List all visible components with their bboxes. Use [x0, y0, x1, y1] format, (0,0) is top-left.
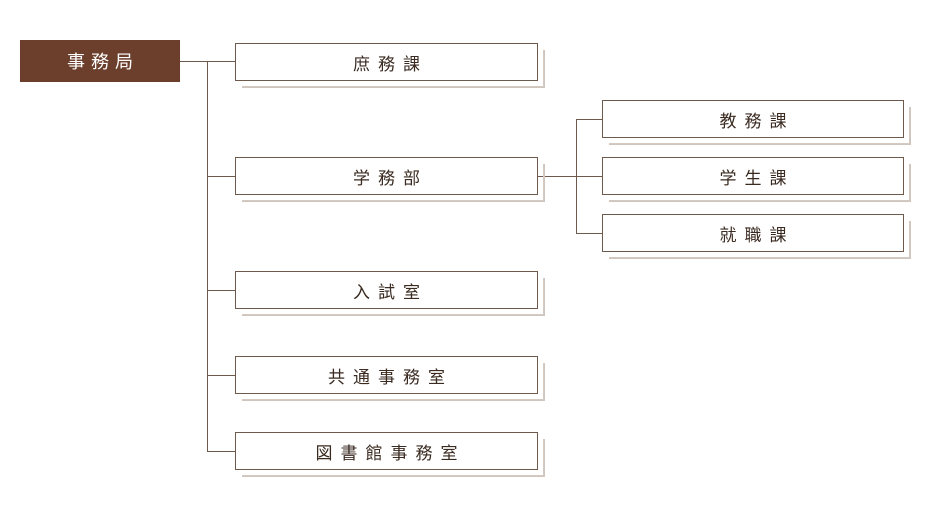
node-label: 教務課 [719, 111, 795, 132]
connector-branch-2 [207, 176, 235, 177]
node-box: 共通事務室 [235, 356, 538, 394]
connector-sub-vertical [576, 119, 577, 234]
node-toshokan-jimushitsu: 図書館事務室 [235, 432, 545, 477]
node-kyomu-ka: 教務課 [602, 100, 911, 145]
node-gakumu-bu: 学務部 [235, 157, 545, 202]
node-box: 庶務課 [235, 43, 538, 81]
root-node-label: 事務局 [67, 52, 139, 73]
node-shadow [609, 107, 911, 145]
node-nyushi-shitsu: 入試室 [235, 271, 545, 316]
connector-branch-3 [207, 290, 235, 291]
node-shadow [242, 164, 545, 202]
connector-branch-5 [207, 451, 235, 452]
node-shadow [242, 50, 545, 88]
node-kyotsu-jimushitsu: 共通事務室 [235, 356, 545, 401]
node-label: 学生課 [719, 168, 795, 189]
connector-trunk-vertical [207, 61, 208, 451]
connector-sub-1 [576, 119, 602, 120]
node-label: 庶務課 [353, 54, 428, 75]
node-shushoku-ka: 就職課 [602, 214, 911, 259]
connector-branch-4 [207, 375, 235, 376]
node-box: 就職課 [602, 214, 904, 252]
node-shadow [609, 221, 911, 259]
connector-sub-horizontal [538, 176, 602, 177]
node-shadow [242, 439, 545, 477]
root-node: 事務局 [20, 40, 180, 82]
node-label: 学務部 [353, 168, 428, 189]
node-box: 入試室 [235, 271, 538, 309]
node-label: 入試室 [353, 282, 428, 303]
node-box: 図書館事務室 [235, 432, 538, 470]
node-shadow [242, 278, 545, 316]
node-box: 教務課 [602, 100, 904, 138]
node-label: 共通事務室 [328, 367, 453, 388]
node-gakusei-ka: 学生課 [602, 157, 911, 202]
node-shomu-ka: 庶務課 [235, 43, 545, 88]
node-shadow [609, 164, 911, 202]
connector-sub-3 [576, 233, 602, 234]
node-box: 学生課 [602, 157, 904, 195]
node-shadow [242, 363, 545, 401]
node-label: 就職課 [719, 225, 795, 246]
node-label: 図書館事務室 [315, 443, 466, 464]
node-box: 学務部 [235, 157, 538, 195]
